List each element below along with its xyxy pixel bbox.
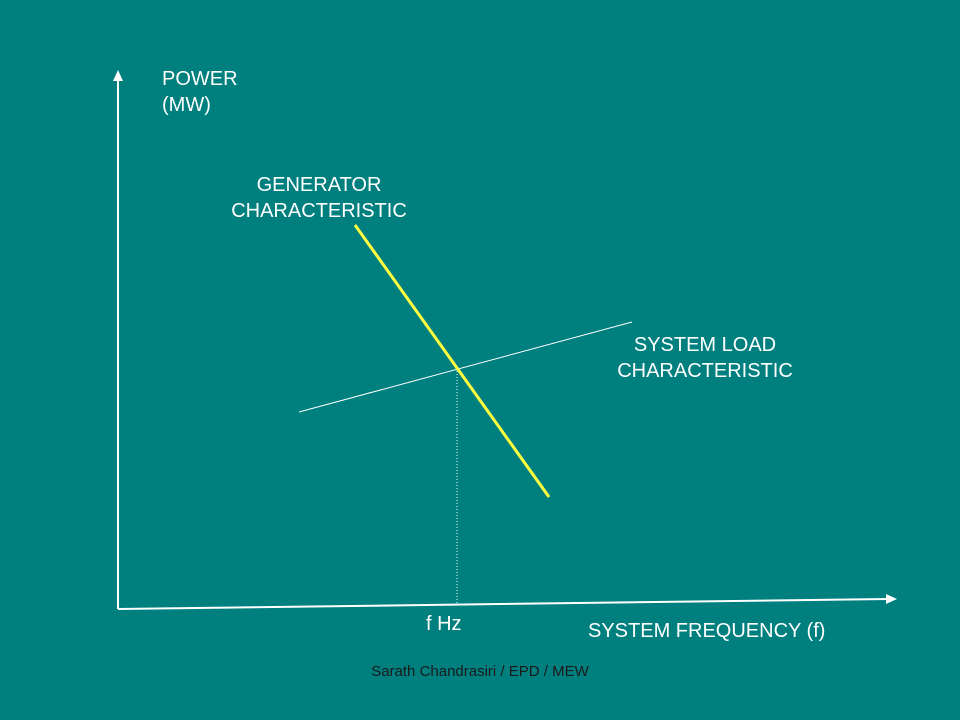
y-axis-label: POWER (MW) (162, 66, 238, 118)
x-axis (117, 598, 889, 610)
footer-author: Sarath Chandrasiri / EPD / MEW (371, 663, 589, 680)
x-axis-label: SYSTEM FREQUENCY (f) (588, 620, 826, 642)
generator-characteristic-label: GENERATOR CHARACTERISTIC (214, 172, 424, 224)
y-axis-label-line-1: POWER (162, 68, 238, 90)
system-load-characteristic-label: SYSTEM LOAD CHARACTERISTIC (595, 332, 815, 384)
load-label-line-2: CHARACTERISTIC (617, 360, 793, 382)
generator-label-line-2: CHARACTERISTIC (231, 200, 407, 222)
operating-frequency-label: f Hz (426, 613, 462, 635)
y-axis-arrowhead (113, 70, 123, 81)
generator-characteristic-line (353, 224, 551, 498)
system-load-line (298, 321, 633, 413)
x-axis-arrowhead (886, 594, 897, 604)
generator-label-line-1: GENERATOR (256, 174, 382, 196)
load-label-line-1: SYSTEM LOAD (633, 334, 777, 356)
y-axis-label-line-2: (MW) (162, 94, 211, 116)
